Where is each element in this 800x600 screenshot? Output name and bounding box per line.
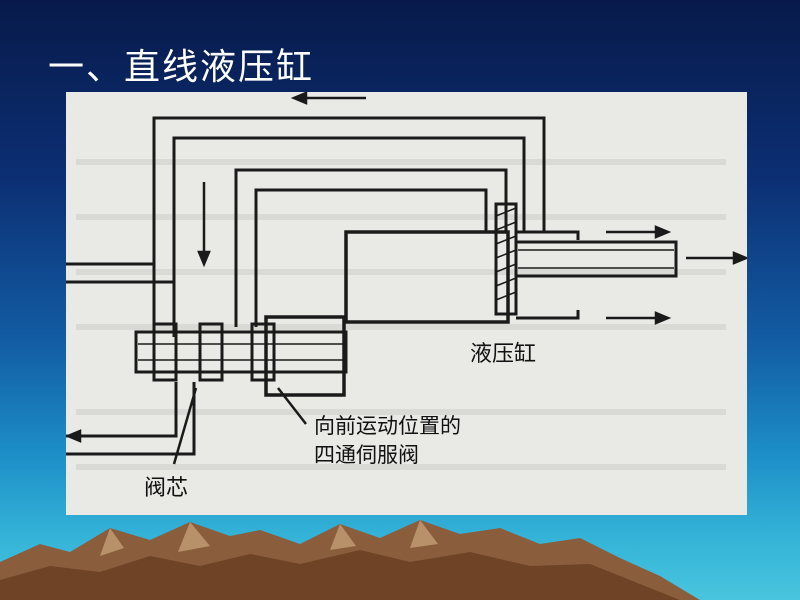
valve-core-label: 阀芯 <box>144 476 189 501</box>
valve-spool <box>134 322 348 382</box>
inner-pipe <box>234 168 508 327</box>
background-text-texture <box>76 159 726 470</box>
servo-valve-pointer <box>277 387 307 425</box>
outer-pipe <box>152 116 546 337</box>
inner-pipe-inner <box>254 188 488 327</box>
piston-hatching <box>495 207 517 301</box>
flow-arrows <box>66 92 747 443</box>
outer-pipe-inner <box>172 136 526 337</box>
valve-core-pointer <box>172 387 198 465</box>
diagram-drawing <box>66 92 747 470</box>
cylinder-body <box>344 230 510 324</box>
mountain-decoration <box>0 520 700 600</box>
servo-valve-label-line1: 向前运动位置的 <box>314 414 461 438</box>
servo-valve-label-line2: 四通伺服阀 <box>314 443 419 467</box>
slide-title: 一、直线液压缸 <box>48 47 315 88</box>
hydraulic-diagram: 液压缸 阀芯 向前运动位置的 四通伺服阀 <box>66 92 747 515</box>
piston-rod <box>514 240 678 278</box>
valve-housing <box>264 315 346 397</box>
cylinder-label: 液压缸 <box>470 342 537 367</box>
